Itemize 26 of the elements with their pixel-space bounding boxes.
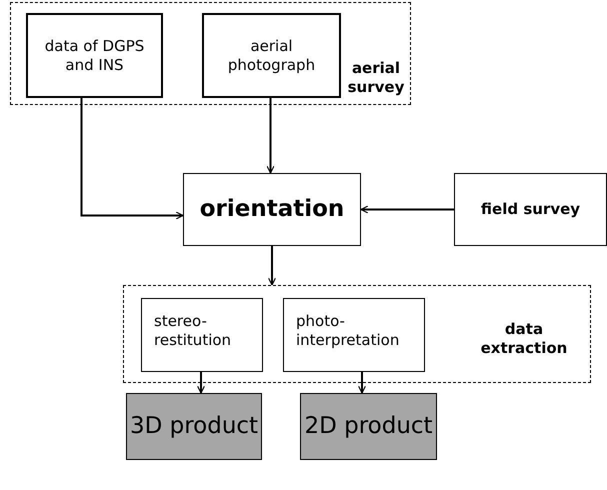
process-box [202,13,341,98]
group-heading: data extraction [480,320,568,358]
process-box [283,298,425,372]
dashed-group-frame [123,285,591,383]
box-label: photo-interpretation [296,312,400,350]
box-label: 3D product [130,412,258,442]
arrow [266,97,275,174]
product-box [126,393,262,460]
arrow [80,97,184,220]
arrow [196,371,206,394]
box-label: stereo-restitution [154,312,232,350]
arrow [268,246,276,286]
box-label: data of DGPS and INS [44,36,146,74]
arrow [358,371,366,394]
process-box [183,173,361,246]
process-box [454,173,607,246]
dashed-group-frame [10,2,411,105]
box-label: 2D product [304,412,433,442]
product-box [300,393,437,460]
box-label: orientation [200,195,344,224]
box-label: aerial photograph [226,36,316,74]
arrow [360,205,454,214]
box-label: field survey [480,199,580,220]
group-heading: aerial survey [346,59,406,96]
process-box [26,13,163,98]
process-box [141,298,263,372]
